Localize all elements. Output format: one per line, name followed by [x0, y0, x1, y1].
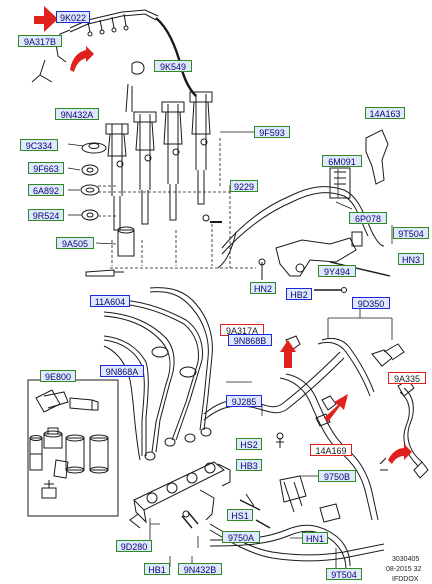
footer-code: 3030405: [392, 556, 420, 563]
part-label-9R524[interactable]: 9R524: [28, 209, 64, 221]
part-label-9N868A[interactable]: 9N868A: [100, 365, 144, 377]
leader-lines: [98, 138, 256, 269]
small-parts-left: [80, 142, 135, 277]
part-label-9750B[interactable]: 9750B: [318, 470, 356, 482]
part-label-9K549[interactable]: 9K549: [154, 60, 192, 72]
part-label-9A335[interactable]: 9A335: [388, 372, 426, 384]
fuel-rail: [129, 461, 231, 529]
part-label-9C334[interactable]: 9C334: [20, 139, 58, 151]
part-label-9T504-bottom[interactable]: 9T504: [326, 568, 362, 580]
part-label-HN3[interactable]: HN3: [398, 253, 424, 265]
footer-date: 08-2015 32: [386, 566, 422, 573]
part-label-6M091[interactable]: 6M091: [322, 155, 362, 167]
part-label-9A317B[interactable]: 9A317B: [18, 35, 62, 47]
part-label-9D280[interactable]: 9D280: [116, 540, 152, 552]
part-label-HB3[interactable]: HB3: [236, 459, 262, 471]
wiring-harness: [217, 129, 389, 269]
footer-ref: IFDDOX: [392, 576, 419, 583]
part-label-6A892[interactable]: 6A892: [28, 184, 64, 196]
part-label-9D350[interactable]: 9D350: [352, 297, 390, 309]
part-label-HB1[interactable]: HB1: [144, 563, 170, 575]
part-label-HN1[interactable]: HN1: [302, 532, 328, 544]
part-label-9E800[interactable]: 9E800: [40, 370, 76, 382]
part-label-HB2[interactable]: HB2: [286, 288, 312, 300]
bracket: [258, 237, 391, 293]
part-label-9T504-top[interactable]: 9T504: [393, 227, 429, 239]
part-label-9J285[interactable]: 9J285: [226, 395, 262, 407]
part-label-11A604[interactable]: 11A604: [90, 295, 130, 307]
part-label-HN2[interactable]: HN2: [250, 282, 276, 294]
part-label-HS1[interactable]: HS1: [227, 509, 253, 521]
part-label-9Y494[interactable]: 9Y494: [318, 265, 356, 277]
part-label-9A505[interactable]: 9A505: [56, 237, 94, 249]
part-label-9229[interactable]: 9229: [230, 180, 258, 192]
tool-kit-inset: [27, 379, 119, 517]
part-label-9750A[interactable]: 9750A: [222, 531, 260, 543]
part-label-9N432A[interactable]: 9N432A: [55, 108, 99, 120]
part-label-9N868B[interactable]: 9N868B: [228, 334, 272, 346]
part-label-HS2[interactable]: HS2: [236, 438, 262, 450]
red-arrows: [34, 6, 412, 464]
part-label-9F663[interactable]: 9F663: [28, 162, 64, 174]
part-label-9N432B[interactable]: 9N432B: [178, 563, 222, 575]
part-label-6P078[interactable]: 6P078: [349, 212, 387, 224]
part-label-9F593[interactable]: 9F593: [254, 126, 290, 138]
part-label-9K022[interactable]: 9K022: [56, 11, 90, 23]
part-label-14A163[interactable]: 14A163: [365, 107, 405, 119]
injector-group: [105, 83, 222, 231]
part-label-14A169[interactable]: 14A169: [310, 444, 352, 456]
hp-pipes: [103, 287, 213, 461]
